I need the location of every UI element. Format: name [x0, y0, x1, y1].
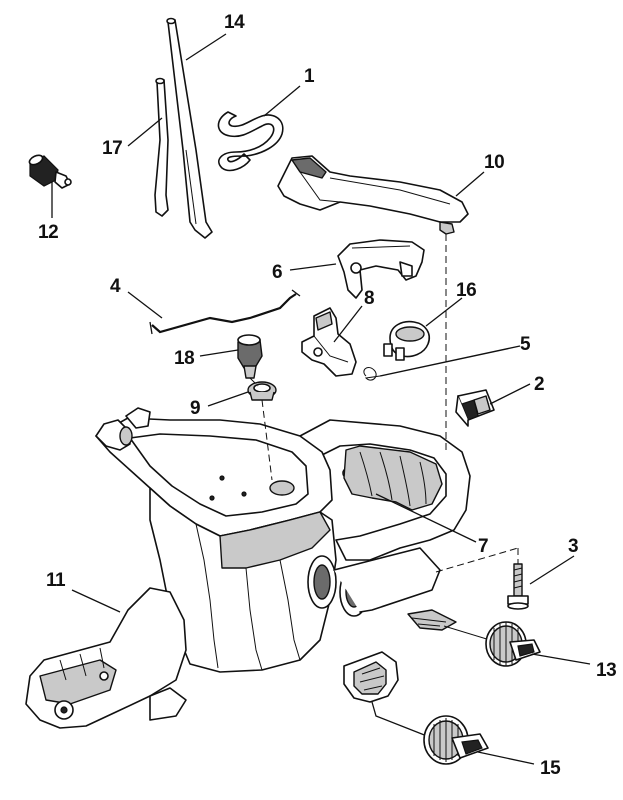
callout-18: 18	[174, 348, 194, 369]
callout-1: 1	[304, 66, 315, 87]
callout-11: 11	[46, 570, 66, 591]
callout-5: 5	[520, 334, 531, 355]
part-5-spring	[363, 345, 521, 381]
callout-labels: 14 1 17 10 12 6 4 8 16 5 18 2 9 7 3 11 1…	[38, 12, 617, 779]
callout-15: 15	[540, 758, 561, 779]
part-16-connector	[383, 320, 430, 361]
callout-16: 16	[456, 280, 476, 301]
assembly-guide-lines	[249, 234, 519, 573]
part-6-throttle-trigger	[337, 239, 425, 299]
part-3-screw	[507, 563, 529, 610]
callout-12: 12	[38, 222, 58, 243]
callout-6: 6	[272, 262, 282, 283]
callout-2: 2	[534, 374, 544, 395]
part-17-fuel-line	[154, 77, 169, 217]
part-9-grommet	[247, 381, 277, 401]
part-14-fuel-line	[166, 17, 213, 239]
part-12-fuel-filter	[28, 154, 72, 189]
part-8-throttle-lockout	[301, 307, 357, 377]
part-4-throttle-rod	[149, 289, 301, 335]
callout-8: 8	[364, 288, 374, 309]
leader-lines	[51, 33, 591, 765]
part-18-plug	[237, 334, 263, 379]
part-1-curved-hose	[217, 111, 284, 172]
callout-7: 7	[478, 536, 488, 557]
callout-14: 14	[224, 12, 245, 33]
callout-10: 10	[484, 152, 504, 173]
part-10-top-handle	[277, 155, 469, 235]
callout-13: 13	[596, 660, 616, 681]
part-2-switch	[455, 389, 495, 427]
callout-4: 4	[110, 276, 121, 297]
part-13-fuel-cap	[407, 609, 541, 667]
part-11-main-housing	[25, 407, 471, 729]
callout-9: 9	[190, 398, 200, 419]
callout-17: 17	[102, 138, 122, 159]
part-15-oil-cap	[343, 651, 489, 765]
callout-3: 3	[568, 536, 578, 557]
